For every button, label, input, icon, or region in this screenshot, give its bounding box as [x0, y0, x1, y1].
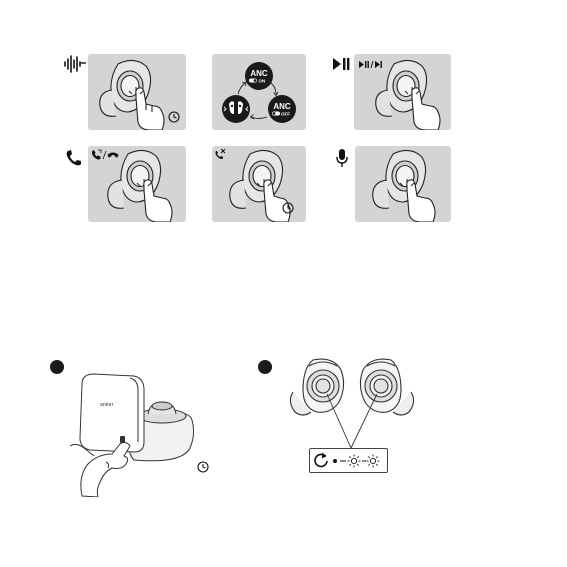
reset-icon — [315, 453, 327, 466]
svg-text:ANC: ANC — [273, 102, 291, 111]
earbuds-pair-illustration — [283, 356, 423, 454]
play-pause-icon — [332, 57, 350, 71]
sun-icon — [367, 455, 380, 468]
svg-text:OFF: OFF — [281, 111, 290, 116]
led-dot — [333, 459, 337, 463]
clock-icon — [198, 462, 208, 472]
panel-answer-call — [88, 146, 186, 222]
clock-icon — [169, 112, 179, 122]
phone-icon — [65, 149, 83, 167]
reject-call-icon — [216, 149, 226, 159]
panel-play-pause — [354, 54, 451, 130]
charging-case-illustration: anker — [60, 372, 225, 497]
voice-assistant-icon — [63, 54, 87, 74]
finger-hold — [136, 88, 164, 130]
step-2-dot — [258, 360, 272, 374]
svg-text:ANC: ANC — [250, 69, 268, 78]
panel-reject-call — [212, 146, 306, 222]
case-brand-label: anker — [100, 402, 114, 408]
panel-anc-cycle: ANC ON ANC OFF — [212, 54, 306, 130]
anc-off-badge: ANC OFF — [268, 95, 296, 123]
reset-sequence-box — [309, 448, 388, 473]
earbuds-transparency-icon — [222, 95, 250, 123]
sun-icon — [348, 455, 361, 468]
panel-microphone — [355, 146, 451, 222]
microphone-icon — [335, 148, 349, 168]
svg-text:ON: ON — [259, 78, 266, 83]
answer-hangup-icon — [93, 150, 119, 159]
play-pause-small-icon — [359, 61, 382, 68]
panel-voice-assistant — [88, 54, 186, 130]
anc-on-badge: ANC ON — [245, 62, 273, 90]
